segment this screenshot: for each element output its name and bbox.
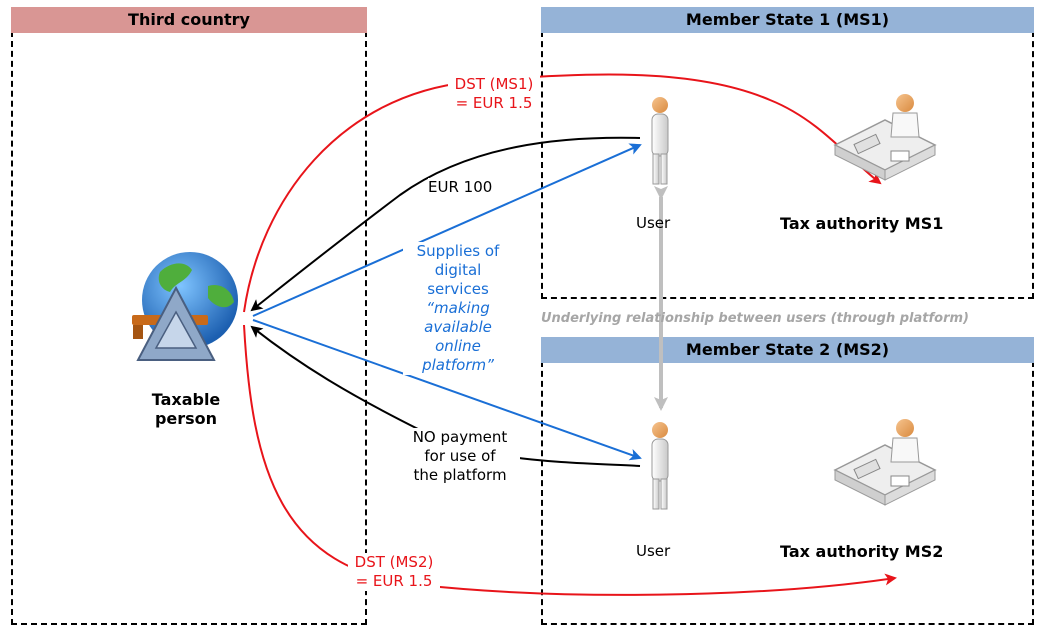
person-icon: [651, 422, 669, 510]
eur-100-label: EUR 100: [428, 178, 493, 197]
member-state-1-title: Member State 1 (MS1): [541, 7, 1034, 33]
supply-arrow-ms2: [252, 319, 642, 461]
member-state-2-panel: Member State 2 (MS2): [541, 337, 1034, 625]
globe-with-pyramid-icon: [132, 252, 238, 361]
supplies-label: Supplies of digital services: [403, 242, 513, 299]
office-worker-desk-icon: [833, 94, 937, 181]
tax-authority-ms1-label: Tax authority MS1: [780, 214, 944, 233]
member-state-1-panel: Member State 1 (MS1): [541, 7, 1034, 299]
payment-arrow: [250, 136, 641, 312]
user-ms2-label: User: [636, 542, 671, 560]
supply-arrow-ms1: [252, 143, 642, 317]
person-icon: [651, 97, 669, 185]
user-ms1-label: User: [636, 214, 671, 232]
office-worker-desk-icon: [833, 419, 937, 506]
tax-authority-ms2-label: Tax authority MS2: [780, 542, 944, 561]
dst-ms1-label: DST (MS1) = EUR 1.5: [448, 75, 540, 113]
underlying-relationship-label: Underlying relationship between users (t…: [541, 311, 969, 326]
no-payment-label: NO payment for use of the platform: [400, 428, 520, 485]
taxable-person-label: Taxable person: [151, 390, 221, 428]
making-available-label: “making available online platform”: [403, 299, 513, 375]
third-country-panel: Third country: [11, 7, 367, 625]
dst-ms1-arrow: [243, 73, 882, 313]
dst-ms2-label: DST (MS2) = EUR 1.5: [348, 553, 440, 591]
member-state-2-title: Member State 2 (MS2): [541, 337, 1034, 363]
third-country-title: Third country: [11, 7, 367, 33]
